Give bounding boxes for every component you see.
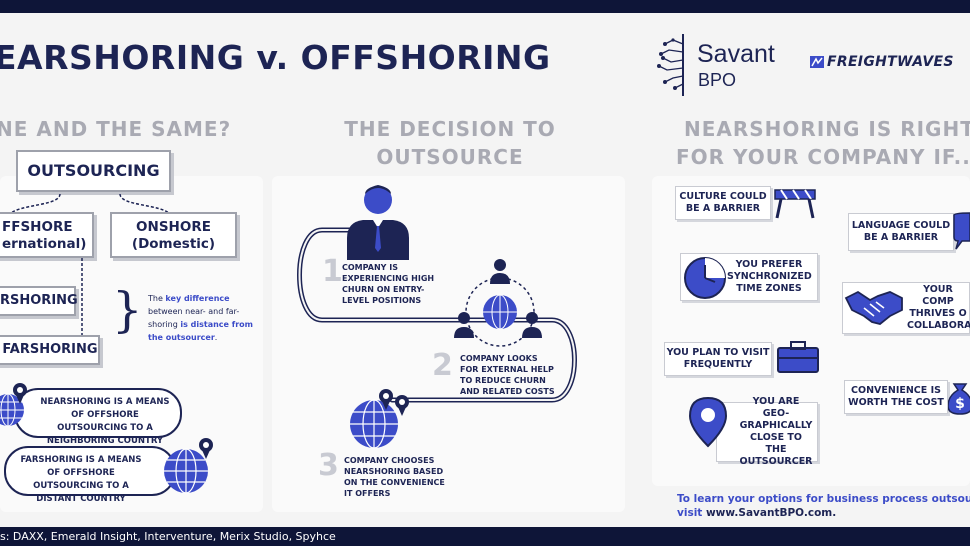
far-bold: FARSHORING bbox=[20, 455, 83, 465]
tree-icon bbox=[657, 34, 684, 96]
section-heading-same: NE AND THE SAME? bbox=[0, 117, 232, 141]
key-highlight-2: is distance from the outsourcer bbox=[148, 320, 253, 342]
right-heading-line2: FOR YOUR COMPANY IF... bbox=[676, 145, 970, 169]
criteria-collaboration: YOUR COMP THRIVES O COLLABORA bbox=[842, 282, 970, 334]
decision-heading-line2: OUTSOURCE bbox=[376, 145, 524, 169]
clock-icon bbox=[684, 257, 726, 299]
step-1-number: 1 bbox=[322, 254, 343, 289]
criteria-convenience: CONVENIENCE IS WORTH THE COST bbox=[844, 380, 948, 414]
speech-bubble-icon bbox=[953, 212, 970, 250]
key-end: . bbox=[214, 333, 218, 342]
step-1-text: COMPANY IS EXPERIENCING HIGH CHURN ON EN… bbox=[342, 263, 435, 305]
criteria-geography-label: YOU ARE GEO-GRAPHICALLY CLOSE TO THE OUT… bbox=[739, 396, 813, 467]
cta-url-link[interactable]: www.SavantBPO.com. bbox=[705, 507, 837, 519]
businessman-icon bbox=[347, 185, 409, 260]
map-pin-icon bbox=[688, 396, 728, 448]
key-highlight-1: key difference bbox=[165, 294, 230, 303]
far-rest: IS A MEANS OF OFFSHORE OUTSOURCING TO A … bbox=[33, 455, 142, 504]
offshore-box: FFSHORE ernational) bbox=[0, 212, 94, 258]
key-pre: The bbox=[148, 294, 166, 303]
section-heading-decision: THE DECISION TO OUTSOURCE bbox=[330, 115, 570, 171]
tree-connectors bbox=[9, 193, 171, 215]
near-bold: NEARSHORING bbox=[40, 397, 111, 407]
globe-pin-icon bbox=[0, 383, 27, 427]
decision-path bbox=[297, 227, 577, 403]
farshoring-definition: FARSHORING IS A MEANS OF OFFSHORE OUTSOU… bbox=[4, 446, 176, 504]
criteria-time-zones-label: YOU PREFER SYNCHRONIZED TIME ZONES bbox=[727, 259, 812, 294]
cta-text: To learn your options for business proce… bbox=[677, 492, 970, 520]
page-title: EARSHORING v. OFFSHORING bbox=[0, 38, 551, 77]
nearshoring-box: RSHORING bbox=[0, 286, 78, 316]
key-difference-note: The key difference between near- and far… bbox=[148, 292, 253, 344]
curly-brace-icon: } bbox=[112, 282, 143, 338]
sources-text: s: DAXX, Emerald Insight, Interventure, … bbox=[0, 530, 336, 543]
offshore-branch-lines bbox=[81, 258, 83, 338]
briefcase-icon bbox=[777, 341, 819, 373]
step-3-number: 3 bbox=[318, 448, 339, 483]
criteria-visit: YOU PLAN TO VISIT FREQUENTLY bbox=[664, 342, 772, 376]
criteria-culture: CULTURE COULD BE A BARRIER bbox=[675, 186, 771, 220]
partner-name: FREIGHTWAVES bbox=[827, 54, 954, 70]
brand-name: Savant bbox=[697, 40, 775, 68]
outsourcing-box: OUTSOURCING bbox=[16, 150, 171, 192]
farshoring-box: FARSHORING bbox=[0, 335, 100, 365]
step-3-text: COMPANY CHOOSES NEARSHORING BASED ON THE… bbox=[344, 456, 445, 498]
key-mid: between near- and far-shoring bbox=[148, 307, 240, 329]
decision-heading-line1: THE DECISION TO bbox=[344, 117, 556, 141]
top-bar bbox=[0, 0, 970, 13]
onshore-box: ONSHORE (Domestic) bbox=[110, 212, 237, 258]
cta-line-1: To learn your options for business proce… bbox=[677, 493, 970, 505]
brand-sub: BPO bbox=[698, 70, 737, 90]
sources-footer: s: DAXX, Emerald Insight, Interventure, … bbox=[0, 527, 970, 546]
step-2-number: 2 bbox=[432, 348, 453, 383]
barrier-icon bbox=[774, 189, 816, 219]
globe-pin-icon bbox=[164, 438, 213, 494]
right-heading-line1: NEARSHORING IS RIGHT bbox=[684, 117, 970, 141]
team-network-icon bbox=[454, 259, 542, 347]
onshore-title: ONSHORE bbox=[136, 219, 211, 235]
cta-visit: visit bbox=[677, 507, 706, 519]
freightwaves-mark-icon bbox=[810, 56, 824, 68]
freightwaves-logo: FREIGHTWAVES bbox=[810, 54, 970, 70]
section-heading-right-for-you: NEARSHORING IS RIGHT FOR YOUR COMPANY IF… bbox=[676, 115, 970, 171]
step-2-text: COMPANY LOOKS FOR EXTERNAL HELP TO REDUC… bbox=[460, 354, 555, 396]
handshake-icon bbox=[844, 290, 903, 325]
money-bag-icon: $ bbox=[948, 383, 970, 415]
offshore-subtitle: ernational) bbox=[2, 236, 87, 252]
criteria-language: LANGUAGE COULD BE A BARRIER bbox=[848, 213, 954, 251]
globe-pin-icon bbox=[350, 389, 409, 449]
nearshoring-definition: NEARSHORING IS A MEANS OF OFFSHORE OUTSO… bbox=[14, 388, 182, 446]
near-rest: IS A MEANS OF OFFSHORE OUTSOURCING TO A … bbox=[46, 397, 170, 446]
onshore-subtitle: (Domestic) bbox=[131, 236, 216, 252]
criteria-geography: YOU ARE GEO-GRAPHICALLY CLOSE TO THE OUT… bbox=[716, 396, 818, 467]
criteria-collaboration-label: YOUR COMP THRIVES O COLLABORA bbox=[907, 284, 970, 331]
offshore-title: FFSHORE bbox=[2, 219, 73, 235]
savant-logo: Savant BPO bbox=[655, 32, 785, 102]
svg-text:$: $ bbox=[955, 396, 965, 412]
